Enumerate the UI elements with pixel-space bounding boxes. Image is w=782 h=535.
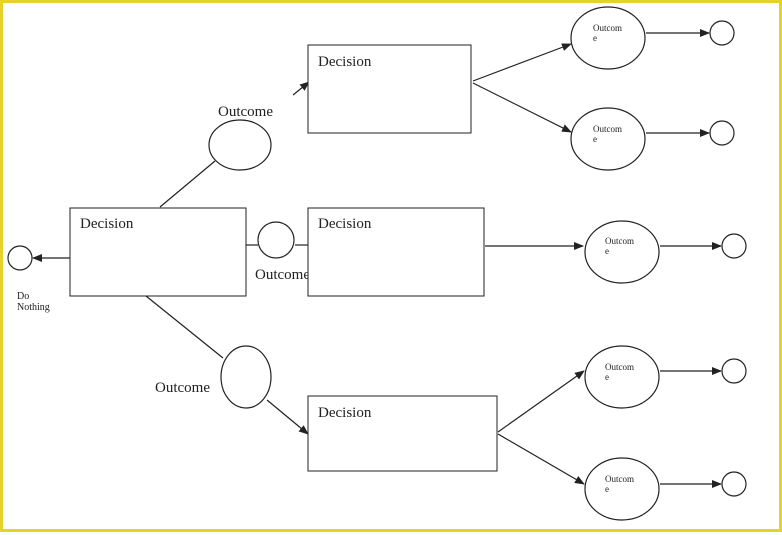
- outcome-node-4-label-line1: Outcom: [605, 362, 634, 372]
- decision-bottom: Decision: [307, 395, 498, 472]
- terminal-node-5: [721, 471, 747, 497]
- do-nothing-node: Do Nothing: [7, 245, 50, 313]
- outcome-bottom: Outcome: [155, 345, 272, 409]
- outcome-node-2: Outcom e: [570, 107, 646, 171]
- terminal-nodes: [709, 20, 747, 497]
- decision-root: Decision: [69, 207, 247, 297]
- do-nothing-label-line2: Nothing: [17, 302, 50, 313]
- edge-decision-to-outcome-top: [159, 160, 216, 208]
- outcome-top: Outcome: [208, 104, 273, 171]
- do-nothing-circle: [7, 245, 33, 271]
- edge-decision-bottom-to-outcome-4: [497, 370, 585, 433]
- decision-top-label: Decision: [318, 54, 372, 70]
- decision-mid-box: [307, 207, 485, 297]
- outcome-node-2-label-line2: e: [593, 134, 597, 144]
- edge-outcome-to-decision-bottom: [266, 399, 309, 435]
- decision-tree-diagram: Do Nothing Decision Outcome Outcome Outc…: [7, 6, 747, 521]
- outcome-node-1-label-line1: Outcom: [593, 23, 622, 33]
- decision-bottom-label: Decision: [318, 405, 372, 421]
- outcome-mid-circle: [257, 221, 295, 259]
- outcome-node-1-label-line2: e: [593, 33, 597, 43]
- outcome-node-3: Outcom e: [584, 220, 660, 284]
- edge-outcome-to-decision-top: [292, 81, 310, 96]
- outcome-node-1-ellipse: [570, 6, 646, 70]
- decision-root-box: [69, 207, 247, 297]
- decision-top-box: [307, 44, 472, 134]
- decision-mid: Decision: [307, 207, 485, 297]
- terminal-node-4: [721, 358, 747, 384]
- outcome-node-2-ellipse: [570, 107, 646, 171]
- outcome-node-4-label-line2: e: [605, 372, 609, 382]
- edge-decision-to-outcome-bottom: [145, 295, 224, 359]
- edge-decision-top-to-outcome-2: [472, 82, 572, 133]
- outcome-node-1: Outcom e: [570, 6, 646, 70]
- outcome-node-3-ellipse: [584, 220, 660, 284]
- terminal-node-1: [709, 20, 735, 46]
- terminal-node-2: [709, 120, 735, 146]
- outcome-node-2-label-line1: Outcom: [593, 124, 622, 134]
- decision-root-label: Decision: [80, 216, 134, 232]
- do-nothing-label-line1: Do: [17, 291, 29, 302]
- outcome-node-5-label-line2: e: [605, 484, 609, 494]
- outcome-node-3-label-line2: e: [605, 246, 609, 256]
- outcome-top-label: Outcome: [218, 104, 273, 120]
- decision-top: Decision: [307, 44, 472, 134]
- outcome-node-4-ellipse: [584, 345, 660, 409]
- outcome-node-5-ellipse: [584, 457, 660, 521]
- outcome-node-4: Outcom e: [584, 345, 660, 409]
- decision-bottom-box: [307, 395, 498, 472]
- outcome-node-5: Outcom e: [584, 457, 660, 521]
- edge-decision-top-to-outcome-1: [472, 43, 572, 82]
- outcome-mid-label: Outcome: [255, 267, 310, 283]
- outcome-top-ellipse: [208, 119, 272, 171]
- outcome-node-5-label-line1: Outcom: [605, 474, 634, 484]
- decision-mid-label: Decision: [318, 216, 372, 232]
- edges: [32, 29, 722, 488]
- terminal-node-3: [721, 233, 747, 259]
- outcome-node-3-label-line1: Outcom: [605, 236, 634, 246]
- outcome-bottom-label: Outcome: [155, 380, 210, 396]
- outcome-bottom-ellipse: [220, 345, 272, 409]
- edge-decision-bottom-to-outcome-5: [497, 433, 585, 485]
- outcome-mid: Outcome: [255, 221, 310, 283]
